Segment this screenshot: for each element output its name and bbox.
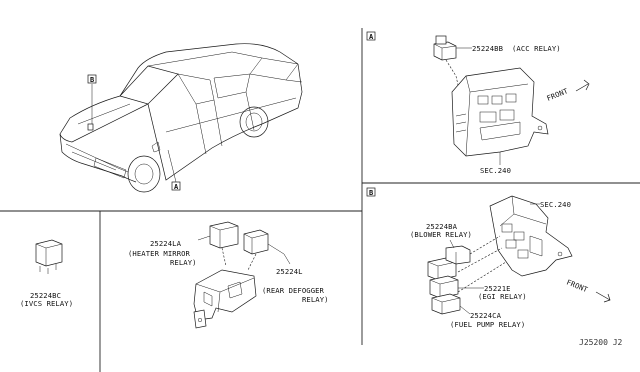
callout-a-label: A bbox=[174, 183, 179, 191]
heater-mirror-relay-part bbox=[209, 221, 239, 249]
rear-defogger-relay-name-line2: RELAY) bbox=[302, 295, 329, 304]
heater-mirror-relay-name-line1: (HEATER MIRROR bbox=[128, 249, 191, 258]
ivcs-relay-part-number: 25224BC bbox=[30, 291, 61, 300]
rear-defogger-relay-name-line1: (REAR DEFOGGER bbox=[262, 286, 325, 295]
fuel-pump-relay-part bbox=[431, 293, 461, 315]
callout-box-b-vehicle: B bbox=[87, 74, 97, 84]
sec-240-label-a: SEC.240 bbox=[480, 166, 511, 175]
callout-box-a-vehicle: A bbox=[171, 181, 181, 191]
fuel-pump-relay-part-number: 25224CA bbox=[470, 311, 502, 320]
ivcs-relay-part bbox=[35, 239, 63, 274]
acc-relay-name: (ACC RELAY) bbox=[512, 44, 561, 53]
egi-relay-name: (EGI RELAY) bbox=[478, 292, 527, 301]
fuel-pump-relay-name: (FUEL PUMP RELAY) bbox=[450, 320, 525, 329]
panel-a-letter: A bbox=[369, 33, 374, 41]
front-label-b: FRONT bbox=[565, 278, 589, 295]
sec-240-label-b: SEC.240 bbox=[540, 200, 571, 209]
egi-relay-part bbox=[429, 275, 459, 299]
heater-mirror-relay-name-line2: RELAY) bbox=[170, 258, 197, 267]
blower-relay-name: (BLOWER RELAY) bbox=[410, 230, 472, 239]
panel-a: A 25224BB (ACC RELAY) SEC.240 FRONT bbox=[366, 31, 590, 175]
front-arrow-b-icon bbox=[595, 291, 611, 303]
mirror-defogger-group: 25224LA (HEATER MIRROR RELAY) 25224L (RE… bbox=[128, 221, 329, 329]
diagram-code: J25200 J2 bbox=[579, 338, 623, 347]
callout-b-label: B bbox=[90, 76, 94, 84]
front-label-a: FRONT bbox=[545, 86, 569, 103]
panel-dividers bbox=[0, 28, 640, 372]
blower-relay-part bbox=[427, 245, 471, 281]
blower-relay-part-number: 25224BA bbox=[426, 222, 458, 231]
ivcs-relay-group: 25224BC (IVCS RELAY) bbox=[20, 239, 73, 308]
vehicle-drawing bbox=[59, 43, 303, 193]
front-arrow-a-icon bbox=[575, 79, 590, 92]
acc-relay-part bbox=[433, 35, 457, 61]
heater-mirror-relay-part-number: 25224LA bbox=[150, 239, 182, 248]
panel-b: B SEC.240 25224BA (BLOWER RELAY) bbox=[366, 187, 611, 329]
panel-b-letter: B bbox=[369, 189, 373, 197]
junction-block-a bbox=[451, 67, 549, 157]
rear-defogger-relay-part-number: 25224L bbox=[276, 267, 303, 276]
relay-bracket bbox=[193, 269, 257, 329]
rear-defogger-relay-part bbox=[243, 229, 269, 255]
ivcs-relay-name: (IVCS RELAY) bbox=[20, 299, 73, 308]
egi-relay-part-number: 25221E bbox=[484, 284, 511, 293]
acc-relay-part-number: 25224BB bbox=[472, 44, 503, 53]
